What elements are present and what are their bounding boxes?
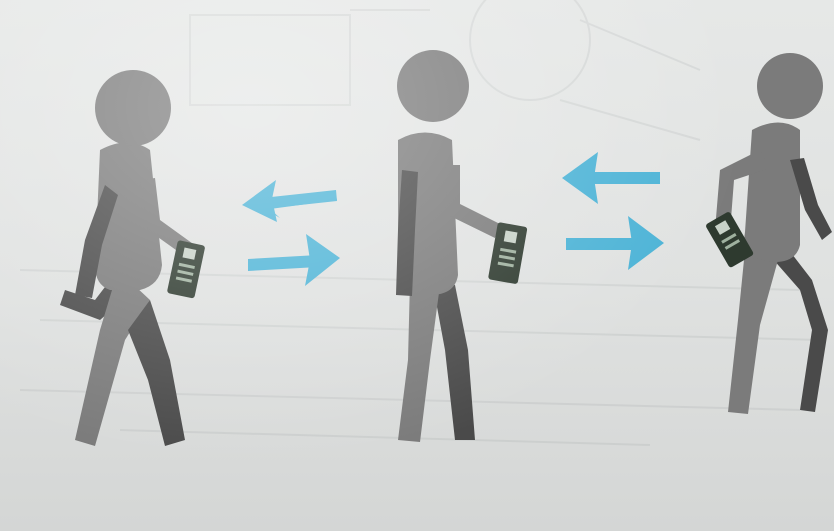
bidirectional-arrows-icon [242,180,340,286]
front-arm [715,150,770,232]
arrow-left-head [242,180,277,222]
back-arm [396,170,418,296]
rear-leg [765,245,828,412]
person-walking-icon [60,70,205,446]
back-arm [75,185,118,298]
rear-leg [128,300,185,446]
arrow-left-head [562,152,598,204]
head [95,70,171,146]
arrow-left-shaft [585,172,660,184]
head [397,50,469,122]
rear-leg [432,280,475,440]
arrow-right-shaft [248,255,318,271]
arrow-right-head [305,234,340,286]
back-arm [790,158,832,240]
arrow-right-shaft [566,238,640,250]
person-walking-icon [396,50,528,442]
bidirectional-arrows-icon [562,152,664,270]
front-leg [398,280,440,442]
phone-sensor-icon [488,222,528,284]
front-leg [75,270,150,446]
front-leg [728,250,778,414]
front-arm [140,178,196,260]
front-arm [445,165,500,238]
phone-sensor-icon [706,212,754,268]
head [757,53,823,119]
phone-sensor-icon [167,240,205,299]
person-walking-icon [706,53,832,414]
torso [744,122,800,262]
arrow-right-head [628,216,664,270]
arrow-left-shaft [262,190,337,209]
